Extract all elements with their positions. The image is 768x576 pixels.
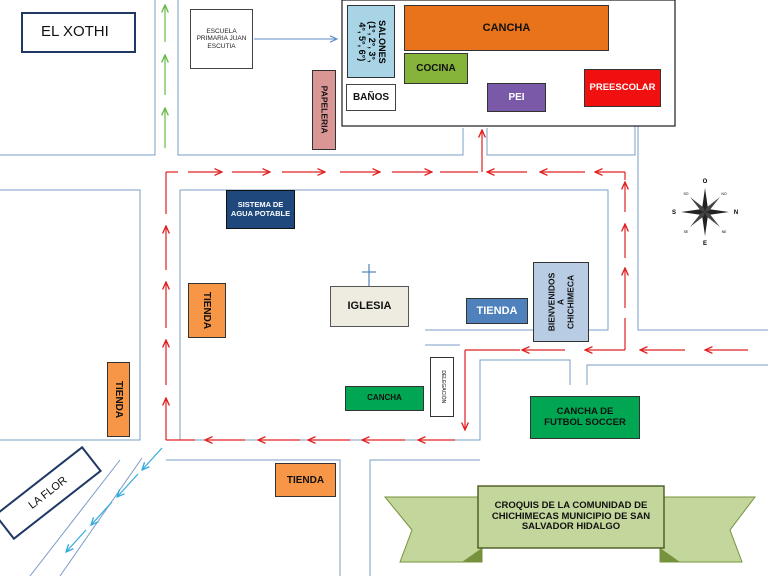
papeleria-box: PAPELERIA [312, 70, 336, 150]
pei-box: PEI [487, 83, 546, 112]
banos-box: BAÑOS [346, 84, 396, 111]
escuela-box: ESCUELA PRIMARIA JUAN ESCUTIA [190, 9, 253, 69]
banner-title-label: CROQUIS DE LA COMUNIDAD DE CHICHIMECAS M… [491, 500, 651, 533]
tienda-borde-label: TIENDA [113, 380, 125, 419]
compass-no: NO [721, 192, 727, 196]
cancha-centro-box: CANCHA [345, 386, 424, 411]
tienda-izq-label: TIENDA [201, 291, 213, 330]
compass-o: O [703, 179, 708, 185]
preescolar-box: PREESCOLAR [584, 69, 661, 107]
pei-label: PEI [508, 92, 525, 103]
salones-box: SALONES (1°, 2°, 3°, 4°, 5°, 6°) [347, 5, 395, 78]
salones-label: SALONES (1°, 2°, 3°, 4°, 5°, 6°) [357, 19, 387, 64]
compass-s: S [672, 210, 676, 216]
el-xothi-label: EL XOTHI [41, 23, 109, 41]
sistema-agua-box: SISTEMA DE AGUA POTABLE [226, 190, 295, 229]
tienda-borde-box: TIENDA [107, 362, 130, 437]
tienda-abajo-label: TIENDA [286, 474, 325, 486]
cocina-box: COCINA [404, 53, 468, 84]
bienvenidos-box: BIENVENIDOS A CHICHIMECA [533, 262, 589, 342]
delegacion-label: DELEGACIÓN [439, 370, 446, 404]
route-arrows [166, 130, 748, 440]
cancha-escuela-label: CANCHA [482, 21, 531, 34]
el-xothi-box: EL XOTHI [21, 12, 136, 53]
iglesia-box: IGLESIA [330, 286, 409, 327]
cyan-arrows [66, 447, 163, 552]
tienda-abajo-box: TIENDA [275, 463, 336, 497]
iglesia-label: IGLESIA [347, 300, 392, 313]
compass-e: E [703, 241, 707, 247]
banos-label: BAÑOS [352, 92, 390, 103]
papeleria-label: PAPELERIA [319, 85, 330, 135]
tienda-centro-label: TIENDA [476, 304, 518, 317]
preescolar-label: PREESCOLAR [589, 81, 656, 93]
cancha-centro-label: CANCHA [367, 393, 402, 403]
compass-rose-icon: O E S N NO SO NE SE [672, 179, 738, 247]
cancha-futbol-box: CANCHA DE FUTBOL SOCCER [530, 396, 640, 439]
sistema-agua-label: SISTEMA DE AGUA POTABLE [230, 200, 291, 218]
bienvenidos-label: BIENVENIDOS A CHICHIMECA [545, 272, 575, 332]
cancha-futbol-label: CANCHA DE FUTBOL SOCCER [544, 406, 626, 428]
cocina-label: COCINA [416, 63, 456, 74]
compass-n: N [734, 210, 738, 216]
church-cross-icon [362, 264, 376, 286]
escuela-label: ESCUELA PRIMARIA JUAN ESCUTIA [196, 28, 247, 50]
compass-se: SE [684, 230, 689, 234]
compass-so: SO [683, 192, 688, 196]
tienda-izq-box: TIENDA [188, 283, 226, 338]
banner-title: CROQUIS DE LA COMUNIDAD DE CHICHIMECAS M… [480, 488, 662, 546]
compass-ne: NE [722, 230, 728, 234]
delegacion-box: DELEGACIÓN [430, 357, 454, 417]
title-banner-ribbon [383, 485, 757, 563]
cancha-escuela-box: CANCHA [404, 5, 609, 51]
tienda-centro-box: TIENDA [466, 298, 528, 324]
